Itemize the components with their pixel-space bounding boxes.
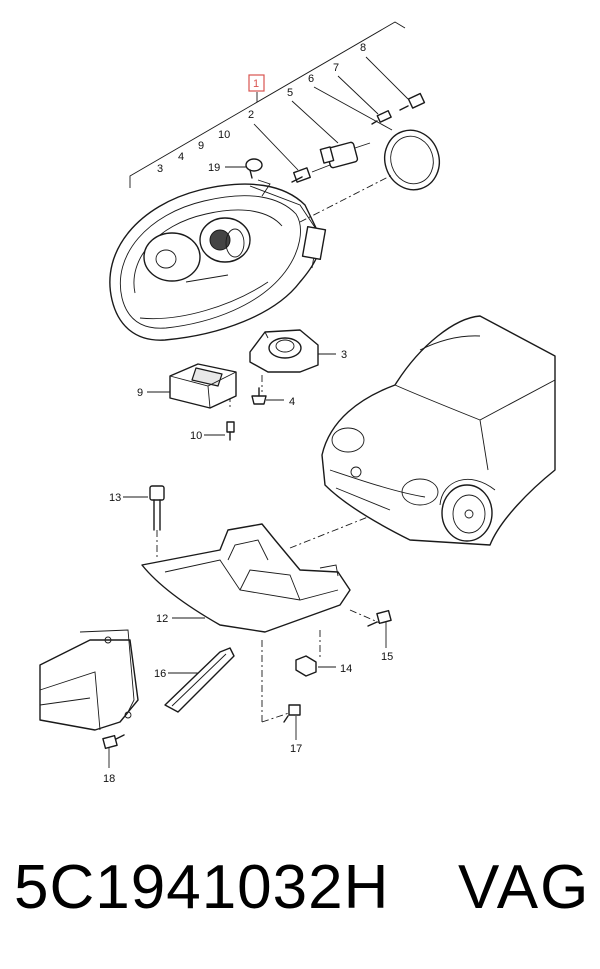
car-illustration (321, 315, 556, 546)
svg-text:17: 17 (290, 743, 302, 755)
callout-1[interactable]: 1 (248, 74, 265, 92)
callout-3-top: 3 (157, 163, 163, 175)
part-7-bolt: 7 (333, 62, 392, 125)
svg-text:7: 7 (333, 62, 339, 74)
bumper-mount-bracket (39, 629, 139, 731)
svg-text:10: 10 (190, 430, 202, 442)
part-14-nut: 14 (295, 655, 352, 677)
part-13-bolt: 13 (109, 485, 165, 531)
part-10-screw: 10 (190, 421, 235, 442)
svg-text:19: 19 (208, 162, 220, 174)
part-16-seal-strip: 16 (154, 647, 235, 713)
svg-text:3: 3 (341, 349, 347, 361)
part-17-bolt: 17 (283, 704, 302, 755)
part-18-screw: 18 (102, 734, 125, 785)
svg-text:8: 8 (360, 42, 366, 54)
svg-text:13: 13 (109, 492, 121, 504)
svg-text:12: 12 (156, 613, 168, 625)
headlight-assembly (109, 179, 327, 341)
part-15-screw: 15 (367, 609, 393, 663)
part-number-text: 5C1941032H (14, 853, 390, 922)
svg-text:16: 16 (154, 668, 166, 680)
part-5-bulb: 5 (287, 87, 371, 169)
svg-text:9: 9 (137, 387, 143, 399)
svg-text:4: 4 (289, 396, 295, 408)
brand-text: VAG (458, 853, 591, 922)
part-12-housing-bracket: 12 (141, 523, 351, 633)
svg-text:2: 2 (248, 109, 254, 121)
exploded-parts-diagram: 1 3 4 9 10 2 5 6 7 8 (39, 21, 556, 785)
assembly-bracket (129, 21, 406, 188)
part-19-clip: 19 (208, 158, 263, 179)
svg-text:14: 14 (340, 663, 352, 675)
part-8-bolt: 8 (360, 42, 426, 111)
callout-9-top: 9 (198, 140, 204, 152)
svg-text:15: 15 (381, 651, 393, 663)
callout-4-top: 4 (178, 151, 184, 163)
svg-text:6: 6 (308, 73, 314, 85)
callout-10-top: 10 (218, 129, 230, 141)
svg-text:1: 1 (253, 78, 259, 90)
part-2-adjust-screw: 2 (248, 109, 331, 183)
svg-text:5: 5 (287, 87, 293, 99)
part-9-control-unit: 9 (137, 363, 237, 409)
part-4-bolt: 4 (251, 387, 295, 408)
part-6-cover-cap: 6 (308, 73, 441, 191)
part-3-ballast-bracket: 3 (249, 329, 347, 373)
svg-text:18: 18 (103, 773, 115, 785)
